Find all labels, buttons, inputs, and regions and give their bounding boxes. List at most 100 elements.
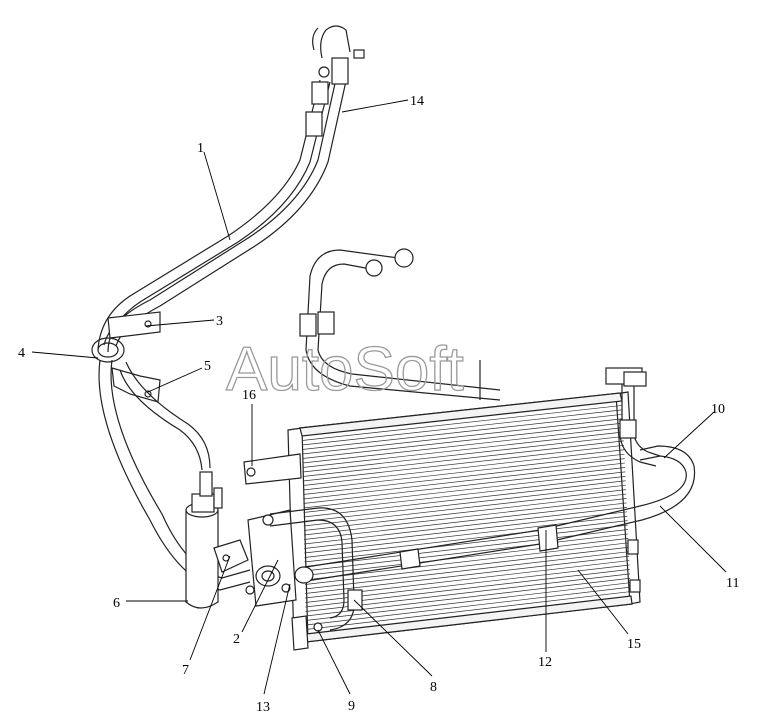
leader-2 xyxy=(241,559,279,633)
condenser-fin xyxy=(303,489,627,527)
receiver-port-2 xyxy=(213,487,223,509)
hose-to-receiver-outer xyxy=(119,369,203,471)
hose-8-fitting xyxy=(347,589,363,611)
hose-10-top-nut xyxy=(623,371,647,387)
condenser-fin xyxy=(303,475,626,513)
condenser-fin xyxy=(302,405,623,441)
condenser-fin xyxy=(302,449,625,486)
leader-1 xyxy=(203,151,231,241)
condenser-fin xyxy=(302,436,624,473)
callout-15: 15 xyxy=(627,637,641,652)
condenser-fin xyxy=(302,422,624,459)
leader-13 xyxy=(263,583,291,695)
upper-middle-sleeve-1 xyxy=(299,313,317,337)
condenser-fin xyxy=(305,555,630,594)
leader-3 xyxy=(145,319,215,327)
port-top xyxy=(353,49,365,59)
leader-11 xyxy=(659,505,727,573)
condenser-fin xyxy=(304,533,629,572)
clip-right-1 xyxy=(627,539,639,555)
bolt-16 xyxy=(246,467,256,477)
bracket-2-bolt-bottom xyxy=(245,585,255,595)
receiver-port xyxy=(199,471,213,497)
clip-middle xyxy=(399,548,421,570)
hose-11-end-fitting xyxy=(294,566,314,584)
hose-14-outer xyxy=(103,69,339,346)
callout-14: 14 xyxy=(410,94,424,109)
hose-11-inner xyxy=(299,445,696,583)
clamp-bracket-3 xyxy=(107,311,161,339)
fitting-top-bend xyxy=(320,25,351,59)
clamp-ring-4-inner xyxy=(97,342,119,358)
condenser xyxy=(243,391,641,651)
leader-10 xyxy=(663,411,715,459)
fitting-top-bend-2 xyxy=(312,27,319,51)
condenser-fin xyxy=(304,524,628,563)
watermark-text: AutoSoft xyxy=(226,335,464,404)
upper-middle-sleeve-2 xyxy=(317,311,335,335)
callout-5: 5 xyxy=(204,359,211,374)
upper-middle-nut-1 xyxy=(394,248,414,268)
condenser-fin xyxy=(304,538,629,576)
mount-bracket-2 xyxy=(245,509,297,607)
fitting-top-2 xyxy=(305,111,323,137)
hose-1-inner xyxy=(107,81,331,353)
condenser-fin xyxy=(302,427,624,464)
condenser-fin xyxy=(304,546,629,585)
hose-lines-upper xyxy=(97,25,365,353)
condenser-fin xyxy=(304,520,628,558)
condenser-fin xyxy=(303,471,626,509)
callout-10: 10 xyxy=(711,402,725,417)
leader-8 xyxy=(353,599,433,677)
callout-8: 8 xyxy=(430,680,437,695)
bracket-2-bolt-top xyxy=(262,514,274,526)
callout-labels: 1 2 3 4 5 6 7 8 9 10 11 12 13 14 15 16 xyxy=(18,94,739,715)
condenser-fin xyxy=(303,453,625,491)
condenser-fin xyxy=(304,511,628,549)
hose-1-outer xyxy=(97,79,321,351)
receiver-drier xyxy=(185,471,249,609)
receiver-cylinder xyxy=(185,509,219,609)
hose-upper-middle xyxy=(299,248,501,401)
hose-8-inner xyxy=(269,519,345,619)
leader-4 xyxy=(31,351,99,359)
condenser-fin xyxy=(303,467,626,504)
condenser-fin xyxy=(303,462,625,500)
upper-middle-nut-2 xyxy=(365,259,383,277)
bolt-13 xyxy=(281,583,291,593)
callout-1: 1 xyxy=(197,141,204,156)
condenser-fin xyxy=(305,582,631,621)
condenser-fin xyxy=(303,458,625,495)
callout-11: 11 xyxy=(726,576,739,591)
hose-10-sleeve xyxy=(619,419,637,439)
callout-4: 4 xyxy=(18,346,25,361)
receiver-cap xyxy=(191,493,215,513)
hose-upper-middle-outer xyxy=(305,249,501,401)
callout-13: 13 xyxy=(256,700,270,715)
condenser-fin xyxy=(302,413,623,450)
condenser-fin xyxy=(305,551,629,590)
clamp-ring-4 xyxy=(91,337,125,363)
condenser-fin xyxy=(302,418,623,455)
hose-11 xyxy=(294,445,696,584)
bracket-9 xyxy=(291,615,309,651)
condenser-fin xyxy=(302,409,623,446)
fitting-top-1 xyxy=(311,81,329,105)
leader-14 xyxy=(341,99,409,113)
leader-5 xyxy=(147,367,203,393)
callout-7: 7 xyxy=(182,663,189,678)
leader-lines xyxy=(31,99,727,695)
nut-top xyxy=(318,66,330,78)
condenser-fin xyxy=(304,542,629,581)
receiver-bracket-7 xyxy=(213,539,249,573)
callout-2: 2 xyxy=(233,632,240,647)
condenser-fin xyxy=(303,484,626,522)
condenser-fin xyxy=(304,507,627,545)
hose-10 xyxy=(605,367,661,467)
leader-15 xyxy=(577,569,629,635)
hose-11-outer xyxy=(299,455,687,569)
callout-12: 12 xyxy=(538,655,552,670)
callout-9: 9 xyxy=(348,699,355,714)
condenser-fin xyxy=(302,444,625,482)
